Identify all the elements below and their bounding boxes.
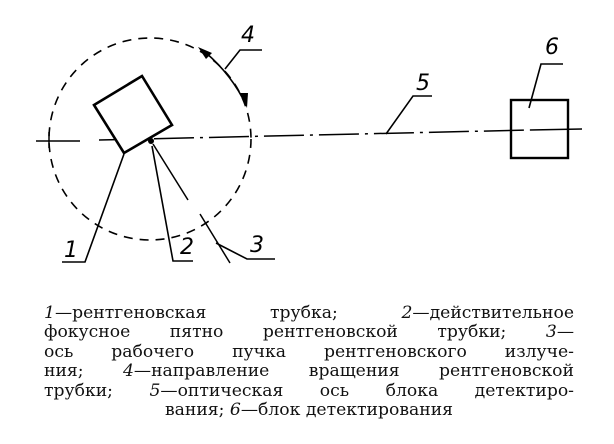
caption-text: — [556,322,574,343]
figure-caption: 1—рентгеновская трубка; 2—действительное… [44,303,574,421]
caption-text: ось рабочего пучка рентгеновского излуче… [44,341,574,362]
caption-text: фокусное пятно рентгеновской трубки; [44,322,546,343]
caption-text: вания; [164,400,230,421]
xray-tube [92,74,174,155]
arrowhead-up-icon [198,47,212,59]
schematic-diagram: 1 2 3 4 5 6 [36,23,583,264]
caption-line: 1—рентгеновская трубка; 2—действительное [44,303,574,323]
caption-text: ния; [44,361,123,382]
beam-axis [152,143,189,201]
caption-line: ния; 4—направление вращения рентгеновско… [44,362,574,381]
caption-num: 4 [122,361,134,382]
leader-3 [215,242,275,260]
label-6: 6 [545,35,559,60]
leader-2 [151,145,193,262]
caption-num: 6 [229,400,241,421]
detector-block [509,98,570,160]
rotation-arc [204,51,247,106]
label-4: 4 [241,23,255,48]
caption-num: 2 [401,303,413,323]
rotation-circle [48,37,252,241]
caption-text: —блок детектирования [240,400,454,421]
label-2: 2 [180,235,194,260]
leader-1 [62,153,125,263]
caption-line: фокусное пятно рентгеновской трубки; 3— [44,323,574,342]
caption-text: —рентгеновская трубка; [54,303,402,323]
caption-num: 3 [545,322,557,343]
caption-text: —действительное [412,303,574,323]
leader-5 [385,95,432,135]
arrowhead-down-icon [240,93,248,108]
label-1: 1 [64,238,78,263]
caption-line: трубки; 5—оптическая ось блока детектиро… [44,380,574,401]
caption-num: 5 [149,380,161,401]
caption-line: ось рабочего пучка рентгеновского излуче… [44,341,574,362]
caption-text: —направление вращения рентгеновской [133,361,574,382]
caption-line: вания; 6—блок детектирования [44,400,574,421]
leader-6 [528,63,563,109]
label-5: 5 [416,71,430,96]
beam-axis-ext [199,213,231,264]
caption-text: —оптическая ось блока детектиро- [160,380,574,401]
focal-spot [148,138,154,144]
optical-axis [36,128,583,142]
caption-num: 1 [44,303,55,323]
label-3: 3 [250,233,264,258]
caption-text: трубки; [44,380,150,401]
leader-4 [224,49,262,70]
